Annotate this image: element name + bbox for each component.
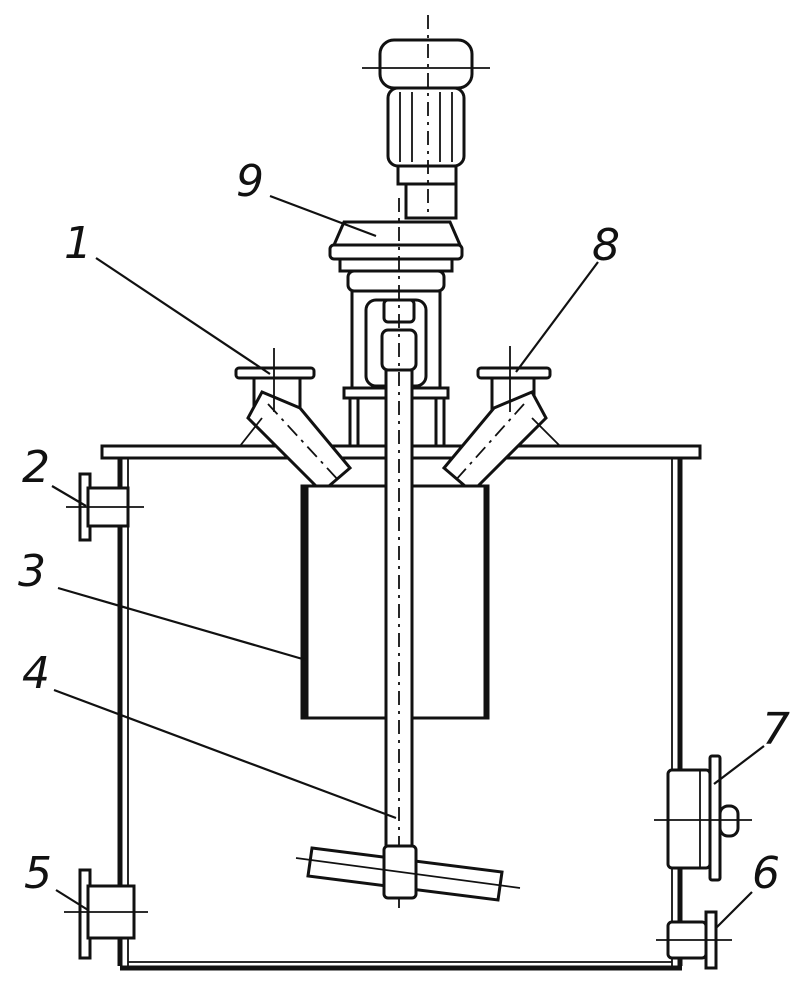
inspection-hatch <box>654 754 752 882</box>
callout-5: 5 <box>24 848 52 899</box>
electric-motor <box>362 15 490 220</box>
callout-7: 7 <box>762 704 790 755</box>
callout-6: 6 <box>752 848 780 899</box>
agitator-shaft <box>380 198 418 912</box>
callout-1: 1 <box>64 218 92 269</box>
callout-8: 8 <box>592 220 620 271</box>
callout-9: 9 <box>236 156 264 207</box>
drain-nozzle-right <box>656 910 732 970</box>
leader-lines <box>51 194 765 929</box>
callout-3: 3 <box>18 546 46 597</box>
callout-2: 2 <box>22 442 50 493</box>
inlet-nozzle-left <box>234 348 353 495</box>
callout-4: 4 <box>22 648 50 699</box>
inlet-nozzle-right <box>441 346 561 495</box>
side-nozzle-upper-left <box>66 472 144 542</box>
impeller-blade <box>295 844 521 902</box>
side-nozzle-lower-left <box>64 868 148 960</box>
